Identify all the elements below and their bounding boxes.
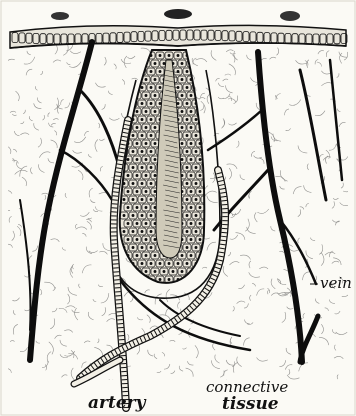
- label-connective: connective: [206, 380, 288, 395]
- gland-crypt: [112, 50, 220, 298]
- label-tissue: tissue: [222, 396, 279, 413]
- label-vein: vein: [320, 276, 352, 291]
- surface-epithelium: [10, 9, 347, 48]
- label-artery: artery: [88, 395, 145, 412]
